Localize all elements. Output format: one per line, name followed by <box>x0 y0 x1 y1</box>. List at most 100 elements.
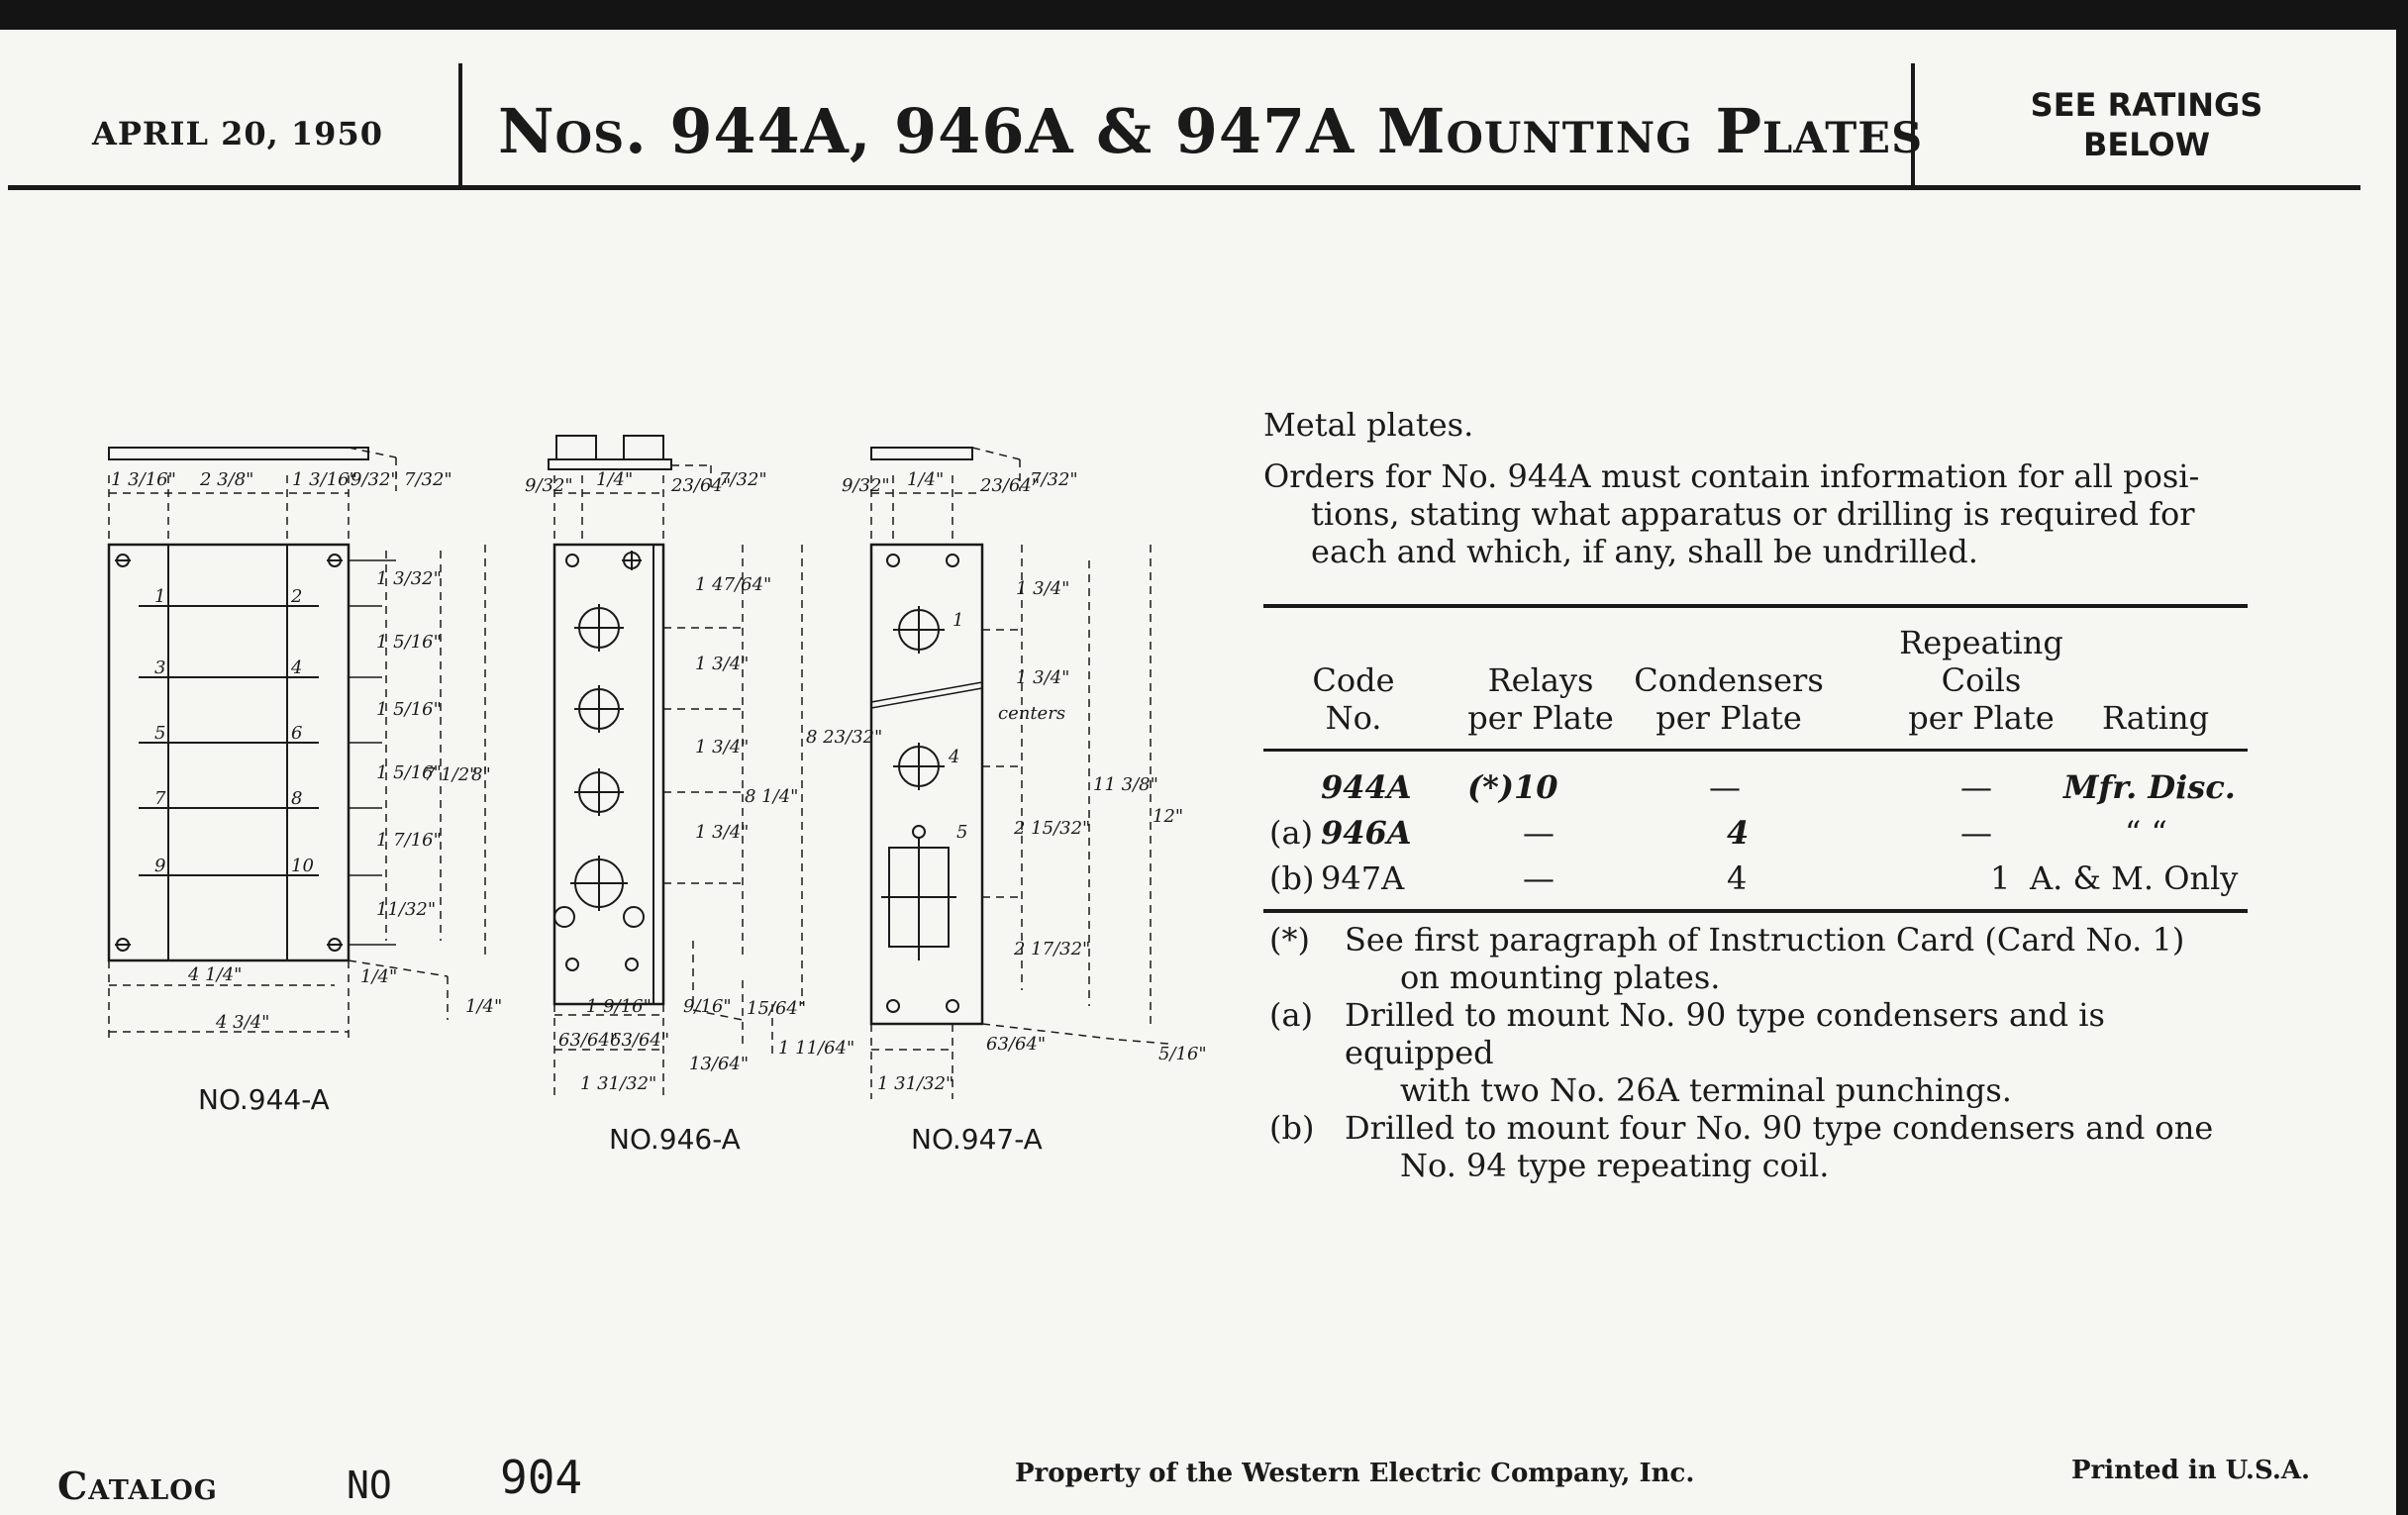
dimension: 2 17/32" <box>1013 939 1090 960</box>
position-number: 10 <box>291 856 314 876</box>
footnote-line: on mounting plates. <box>1400 959 1721 996</box>
dimension: 4 3/4" <box>215 1012 269 1033</box>
cell-prefix: (b) <box>1269 859 1315 897</box>
card-header: APRIL 20, 1950 Nos. 944A, 946A & 947A Mo… <box>8 46 2360 190</box>
dimension: 5/16" <box>1158 1044 1207 1064</box>
col-code-header: Code No. <box>1299 661 1408 737</box>
dimension: 12" <box>1153 806 1183 827</box>
dimension: 7/32" <box>404 469 452 490</box>
footnote: (b) Drilled to mount four No. 90 type co… <box>1269 1109 2250 1184</box>
position-number: 2 <box>290 586 302 607</box>
dimension: 1/4" <box>907 469 944 490</box>
header-text: Code <box>1312 661 1395 699</box>
table-bottom-rule <box>1263 909 2248 913</box>
issue-date: APRIL 20, 1950 <box>92 115 383 152</box>
footnote-line: See first paragraph of Instruction Card … <box>1345 921 2185 959</box>
centers-note: centers <box>998 703 1065 724</box>
dimension: 7/32" <box>1030 469 1078 490</box>
dimension: 2 3/8" <box>199 469 253 490</box>
dimension: 63/64" <box>986 1034 1046 1055</box>
header-text: Condensers <box>1634 661 1824 699</box>
printed-notice: Printed in U.S.A. <box>2071 1456 2311 1485</box>
dimension: 8" <box>471 764 491 785</box>
col-condensers-header: Condensers per Plate <box>1630 661 1828 737</box>
description: Metal plates. Orders for No. 944A must c… <box>1263 406 2254 570</box>
plate-947a-label: NO.947-A <box>911 1123 1043 1156</box>
header-divider <box>458 63 462 188</box>
position-number: 5 <box>154 723 165 744</box>
dimension: 15/64" <box>747 998 806 1019</box>
footnote-line: with two No. 26A terminal punchings. <box>1400 1071 2012 1109</box>
cell-coils: — <box>1960 814 1992 852</box>
dimension: 1 3/4" <box>695 737 749 758</box>
dimension: 63/64" <box>610 1030 669 1051</box>
dimension: 7/32" <box>719 469 767 490</box>
dimension: 1 5/16" <box>376 699 442 720</box>
table-top-rule <box>1263 604 2248 608</box>
position-number: 6 <box>291 723 302 744</box>
dimension: 1 7/16" <box>376 830 442 851</box>
plate-946a-drawing <box>548 435 803 1099</box>
col-rating-header: Rating <box>2101 699 2210 737</box>
header-text: No. <box>1325 699 1382 737</box>
scan-border-top <box>0 0 2408 30</box>
orders-line: Orders for No. 944A must contain informa… <box>1263 457 2200 495</box>
material-note: Metal plates. <box>1263 406 1474 444</box>
cell-code: 944A <box>1321 768 1412 806</box>
dimension: 9/32" <box>351 469 399 490</box>
dimension: 1 3/4" <box>695 654 749 674</box>
plate-944a-drawing <box>107 447 486 1040</box>
header-text: per Plate <box>1656 699 1802 737</box>
position-number: 7 <box>154 788 166 809</box>
orders-line: each and which, if any, shall be undrill… <box>1311 533 1978 570</box>
drawings-svg: NO.944-A NO.946-A NO.947-A centers 1 2 3… <box>107 435 1207 1156</box>
dimension: 1 3/4" <box>1016 667 1069 688</box>
dimension: 1 3/32" <box>376 568 442 589</box>
dimension: 1/4" <box>596 469 633 490</box>
dimension: 1 31/32" <box>877 1073 953 1094</box>
mounting-plate-drawings: NO.944-A NO.946-A NO.947-A centers 1 2 3… <box>89 366 1218 1178</box>
cell-code: 946A <box>1321 814 1412 852</box>
dimension: 4 1/4" <box>187 964 242 985</box>
header-text: Relays <box>1487 661 1594 699</box>
dimension: 9/16" <box>683 996 732 1017</box>
catalog-number: 904 <box>500 1451 583 1504</box>
dimension: 1 3/16" <box>111 469 176 490</box>
dimension: 8 23/32" <box>806 727 882 748</box>
cell-relays: — <box>1523 814 1555 852</box>
cell-rating: A. & M. Only <box>2030 859 2239 897</box>
cell-relays: — <box>1523 859 1555 897</box>
footnote-line: Drilled to mount No. 90 type condensers … <box>1345 996 2105 1071</box>
header-text: per Plate <box>1467 699 1614 737</box>
scan-border-right <box>2396 0 2408 1515</box>
cell-condensers: 4 <box>1727 814 1750 852</box>
dimension: 23/64" <box>979 475 1040 496</box>
page-title: Nos. 944A, 946A & 947A Mounting Plates <box>498 95 1924 167</box>
footnotes: (*) See first paragraph of Instruction C… <box>1269 921 2250 1184</box>
position-number: 4 <box>290 657 302 678</box>
cell-prefix: (a) <box>1269 814 1314 852</box>
dimension: 1 5/16" <box>376 762 442 783</box>
position-number: 3 <box>154 657 165 678</box>
dimension: 1 3/16" <box>292 469 357 490</box>
dimension: 9/32" <box>842 475 890 496</box>
cell-condensers: 4 <box>1727 859 1748 897</box>
dimension: 23/64" <box>670 475 731 496</box>
dimension: 63/64" <box>558 1030 618 1051</box>
position-number: 1 <box>953 610 963 631</box>
position-number: 8 <box>291 788 302 809</box>
dimension: 1 3/4" <box>1016 578 1069 599</box>
ratings-line: SEE RATINGS <box>2030 86 2263 124</box>
header-text: Repeating <box>1899 624 2063 661</box>
dimension: 1 11/64" <box>778 1038 854 1059</box>
table-row: (a) 946A — 4 — “ “ <box>1263 814 2248 858</box>
position-number: 1 <box>154 586 165 607</box>
position-number: 4 <box>948 747 959 767</box>
col-relays-header: Relays per Plate <box>1456 661 1625 737</box>
dimension: 11/32" <box>376 899 436 920</box>
header-text: per Plate <box>1908 699 2055 737</box>
position-number: 5 <box>956 822 967 843</box>
orders-paragraph: Orders for No. 944A must contain informa… <box>1263 457 2254 570</box>
footnote-mark: (*) <box>1269 921 1310 959</box>
footnote-line: Drilled to mount four No. 90 type conden… <box>1345 1109 2214 1147</box>
